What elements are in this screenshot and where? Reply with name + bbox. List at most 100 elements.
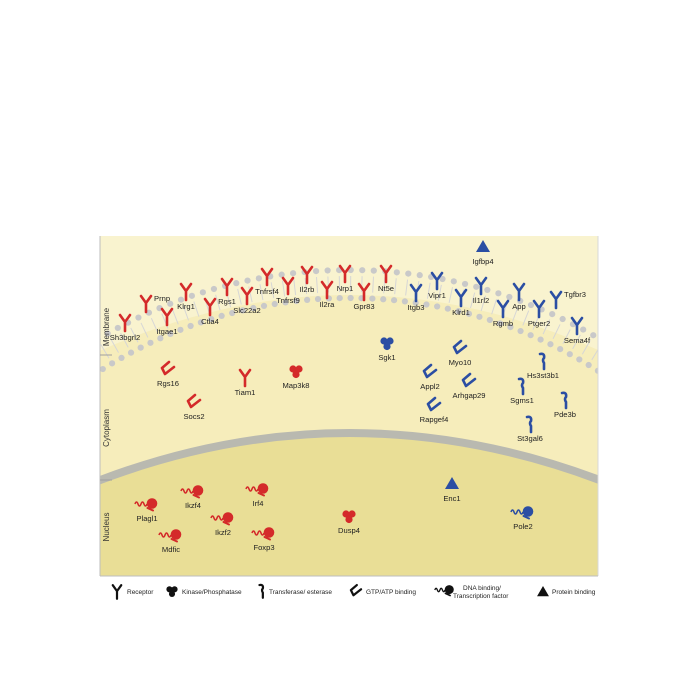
gtp-icon xyxy=(426,396,442,412)
lipid-head xyxy=(590,332,597,339)
gene-prnp: Prnp xyxy=(139,294,170,314)
dna-icon xyxy=(158,529,182,543)
lipid-tail xyxy=(100,344,110,359)
gene-enc1: Enc1 xyxy=(443,477,461,503)
gene-label: Enc1 xyxy=(443,494,460,503)
receptor-icon xyxy=(549,290,563,310)
gene-label: Tiam1 xyxy=(235,388,256,397)
lipid-head xyxy=(188,292,195,299)
kinase-icon xyxy=(289,365,303,379)
lipid-head xyxy=(600,338,606,344)
label-nucleus: Nucleus xyxy=(102,513,111,542)
gene-markers: Sh3bgrl2PrnpItgae1Klrg1Ctla4Rgs1Slc22a2T… xyxy=(110,240,591,554)
receptor-icon xyxy=(139,294,153,314)
receptor-icon xyxy=(238,368,252,388)
lipid-tail xyxy=(646,386,656,398)
gene-il1rl2: Il1rl2 xyxy=(473,276,489,305)
lipid-tail xyxy=(405,279,409,296)
lipid-head xyxy=(55,398,61,404)
legend-transferase-icon xyxy=(258,583,265,599)
lipid-head xyxy=(137,344,144,351)
lipid-tail xyxy=(281,280,286,297)
gene-mdfic: Mdfic xyxy=(158,529,182,554)
lipid-head xyxy=(250,304,257,312)
lipid-head xyxy=(507,324,514,331)
legend-kinase-label: Kinase/Phosphatase xyxy=(182,589,242,596)
gene-plagl1: Plagl1 xyxy=(134,498,158,523)
lipid-tail xyxy=(82,357,91,370)
lipid-tail xyxy=(552,324,561,340)
lipid-head xyxy=(38,376,44,382)
lipid-head xyxy=(580,326,587,333)
lipid-head xyxy=(312,268,320,275)
gene-sgk1: Sgk1 xyxy=(378,337,396,362)
gene-socs2: Socs2 xyxy=(183,393,205,421)
gene-ikzf2: Ikzf2 xyxy=(210,512,234,537)
lipid-head xyxy=(639,400,645,406)
gene-label: Rgs16 xyxy=(157,379,179,388)
lipid-head xyxy=(31,419,37,425)
lipid-head xyxy=(497,320,504,327)
gene-pole2: Pole2 xyxy=(510,506,534,531)
lipid-tail xyxy=(394,278,397,295)
lipid-head xyxy=(244,277,251,284)
lipid-head xyxy=(594,367,598,374)
transferase-icon xyxy=(538,352,546,371)
lipid-head xyxy=(290,270,297,277)
gene-label: Sgk1 xyxy=(378,353,395,362)
transferase-icon xyxy=(517,377,525,396)
lipid-head xyxy=(380,296,387,303)
gene-label: Nrp1 xyxy=(337,284,353,293)
gene-label: Itgae1 xyxy=(156,327,177,336)
lipid-head xyxy=(416,272,423,279)
legend: Receptor Kinase/Phosphatase Transferase/… xyxy=(111,583,596,600)
lipid-head xyxy=(324,267,331,274)
lipid-tail xyxy=(27,398,38,410)
gene-label: Myo10 xyxy=(449,358,472,367)
kinase-icon xyxy=(380,337,394,351)
lipid-head xyxy=(484,286,491,294)
gene-label: Itgb3 xyxy=(408,303,425,312)
gene-label: Il1rl2 xyxy=(473,296,489,305)
lipid-head xyxy=(336,294,343,302)
lipid-head xyxy=(549,311,556,318)
lipid-head xyxy=(199,289,206,296)
legend-gtp-label: GTP/ATP binding xyxy=(366,589,416,596)
lipid-head xyxy=(167,300,174,307)
lipid-tail xyxy=(63,370,72,383)
lipid-head xyxy=(450,278,457,285)
lipid-head xyxy=(629,357,635,363)
legend-receptor-label: Receptor xyxy=(127,589,154,596)
lipid-tail xyxy=(637,379,647,392)
gene-label: Socs2 xyxy=(183,412,204,421)
lipid-head xyxy=(517,327,524,335)
lipid-tail xyxy=(437,284,442,301)
gene-label: Hs3st3b1 xyxy=(527,371,559,380)
gene-nrp1: Nrp1 xyxy=(337,264,353,293)
lipid-tail xyxy=(327,276,330,293)
lipid-tail xyxy=(140,322,149,338)
receptor-icon xyxy=(240,286,254,306)
gene-label: Sgms1 xyxy=(510,396,534,405)
lipid-head xyxy=(495,290,502,297)
gene-label: Dusp4 xyxy=(338,526,360,535)
nuclear-envelope xyxy=(100,429,598,485)
gene-rapgef4: Rapgef4 xyxy=(420,396,448,424)
lipid-head xyxy=(260,302,268,309)
receptor-icon xyxy=(512,282,526,302)
lipid-head xyxy=(304,296,311,304)
gene-label: Slc22a2 xyxy=(233,306,260,315)
lipid-head xyxy=(359,267,366,274)
gene-label: Pole2 xyxy=(513,522,532,531)
gene-label: Gpr83 xyxy=(353,302,374,311)
gene-tiam1: Tiam1 xyxy=(235,368,256,397)
lipid-tail xyxy=(270,282,275,299)
lipid-tail xyxy=(248,286,253,303)
lipid-head xyxy=(278,271,285,278)
gtp-icon xyxy=(186,393,202,409)
gene-foxp3: Foxp3 xyxy=(251,527,275,552)
receptor-icon xyxy=(300,265,314,285)
gene-vipr1: Vipr1 xyxy=(428,271,446,300)
lipid-head xyxy=(47,405,53,411)
